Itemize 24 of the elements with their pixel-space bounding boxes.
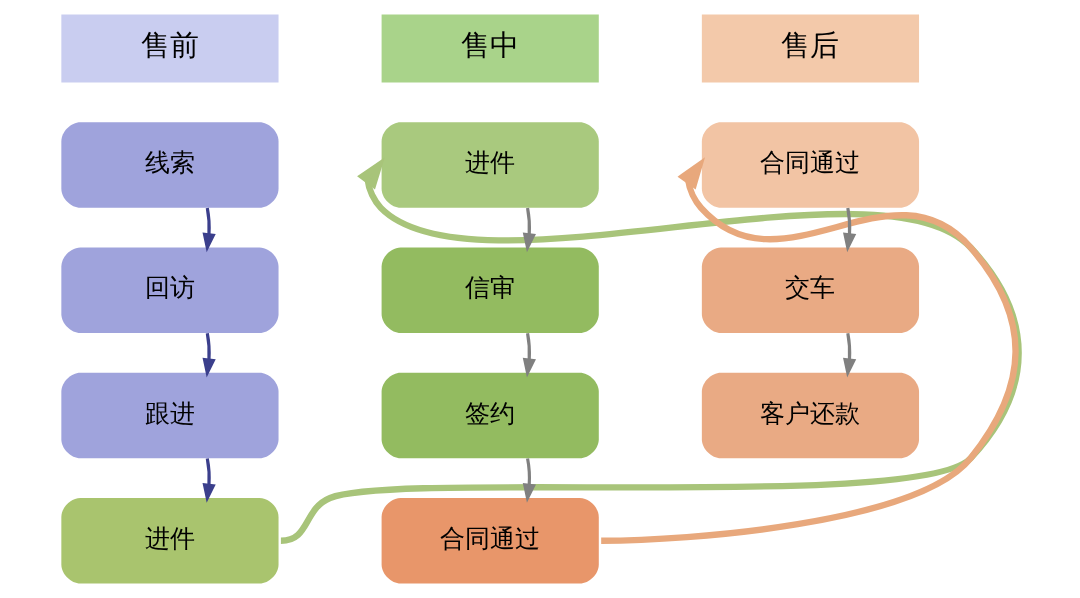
arrow: [522, 458, 536, 503]
arrow: [601, 157, 1019, 544]
arrow: [202, 458, 216, 503]
node-box: 回访: [61, 247, 279, 334]
node-box: 售中: [381, 14, 599, 83]
node-box: 跟进: [61, 372, 279, 459]
node-box: 合同通过: [701, 122, 920, 208]
node-box: 客户还款: [701, 372, 920, 459]
arrow: [843, 332, 857, 378]
arrow: [843, 207, 857, 253]
node-box: 线索: [61, 122, 279, 208]
node-box: 交车: [701, 247, 920, 334]
node-box: 进件: [61, 497, 279, 584]
node-box: 签约: [381, 372, 599, 459]
arrow: [202, 207, 216, 253]
node-box: 进件: [381, 122, 599, 208]
node-box: 信审: [381, 247, 599, 334]
node-box: 合同通过: [381, 497, 599, 584]
node-box: 售后: [701, 14, 920, 83]
node-box: 售前: [61, 14, 279, 83]
arrow: [522, 207, 536, 253]
arrow: [280, 157, 1022, 544]
arrow: [522, 332, 536, 378]
arrow: [202, 332, 216, 378]
